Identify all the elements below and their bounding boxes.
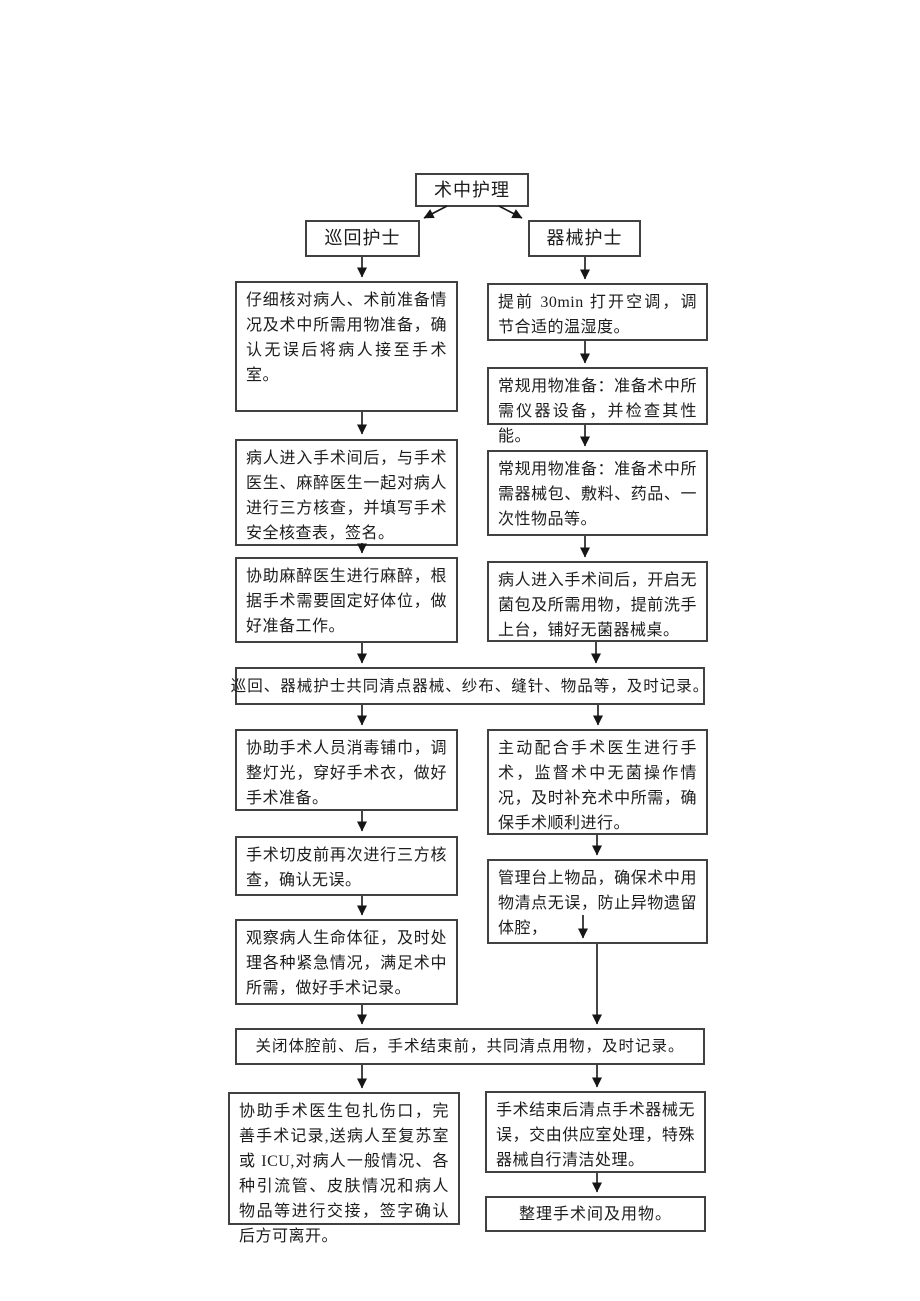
flow-node-right-step-3: 常规用物准备：准备术中所需器械包、敷料、药品、一次性物品等。 [487, 450, 708, 536]
flow-node-joint-count: 巡回、器械护士共同清点器械、纱布、缝针、物品等，及时记录。 [231, 667, 708, 705]
flow-node-right-step-4: 病人进入手术间后，开启无菌包及所需用物，提前洗手上台，铺好无菌器械桌。 [487, 561, 708, 642]
flow-node-joint-closure-count: 关闭体腔前、后，手术结束前，共同清点用物，及时记录。 [235, 1028, 705, 1065]
flow-node-left-step-4: 协助手术人员消毒铺巾，调整灯光，穿好手术衣，做好手术准备。 [235, 729, 458, 811]
arrow-title-to-instrument [498, 205, 523, 219]
flow-node-left-step-1: 仔细核对病人、术前准备情况及术中所需用物准备，确认无误后将病人接至手术室。 [235, 281, 458, 412]
flow-node-right-step-6: 管理台上物品，确保术中用物清点无误，防止异物遗留体腔， [487, 859, 708, 944]
flow-node-left-step-5: 手术切皮前再次进行三方核查，确认无误。 [235, 836, 458, 896]
flow-node-circulating-nurse: 巡回护士 [305, 220, 420, 257]
flow-node-right-step-5: 主动配合手术医生进行手术，监督术中无菌操作情况，及时补充术中所需，确保手术顺利进… [487, 729, 708, 835]
flow-node-left-step-6: 观察病人生命体征，及时处理各种紧急情况，满足术中所需，做好手术记录。 [235, 919, 458, 1005]
flow-node-instrument-nurse: 器械护士 [528, 220, 641, 257]
flow-node-right-step-1: 提前 30min 打开空调，调节合适的温湿度。 [487, 283, 708, 341]
flow-node-right-step-2: 常规用物准备：准备术中所需仪器设备，并检查其性能。 [487, 367, 708, 445]
flow-node-left-step-3: 协助麻醉医生进行麻醉，根据手术需要固定好体位，做好准备工作。 [235, 557, 458, 643]
flow-node-title: 术中护理 [415, 173, 529, 207]
flow-node-left-step-2: 病人进入手术间后，与手术医生、麻醉医生一起对病人进行三方核查，并填写手术安全核查… [235, 439, 458, 546]
arrow-title-to-circulating [423, 205, 448, 219]
flow-node-right-step-7: 手术结束后清点手术器械无误，交由供应室处理，特殊器械自行清洁处理。 [485, 1091, 706, 1173]
flow-node-left-step-7: 协助手术医生包扎伤口，完善手术记录,送病人至复苏室或 ICU,对病人一般情况、各… [228, 1092, 460, 1245]
flow-node-right-step-8: 整理手术间及用物。 [485, 1196, 706, 1232]
